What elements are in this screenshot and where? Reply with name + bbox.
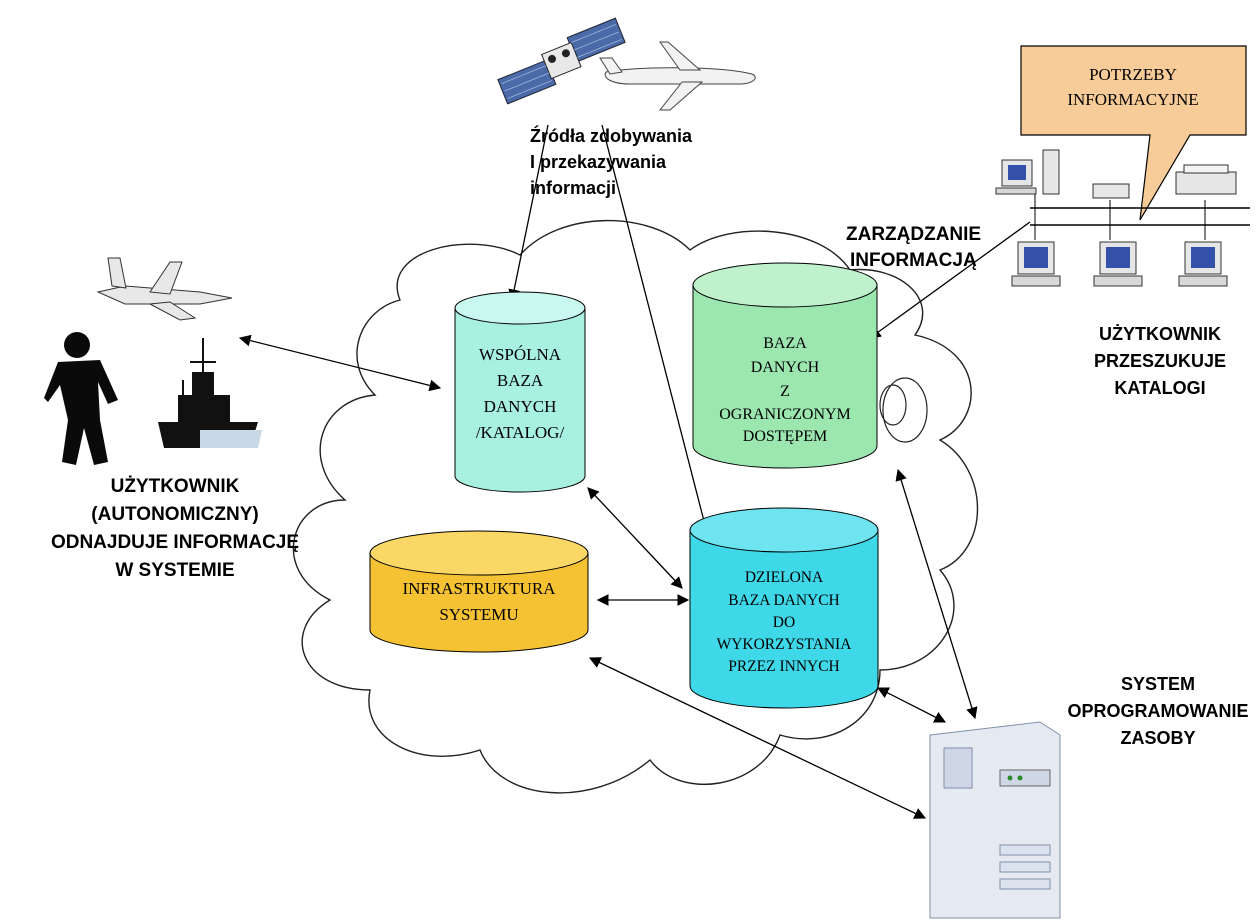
db-infra-line-2: SYSTEMU (439, 605, 518, 624)
needs-callout: POTRZEBY INFORMACYJNE (1020, 45, 1247, 221)
fighter-jet-icon (96, 257, 233, 321)
user-auto-line-2: (AUTONOMICZNY) (91, 504, 258, 525)
sources-line-3: informacji (530, 178, 616, 198)
zarzadzanie-line-2: INFORMACJĄ (850, 250, 977, 271)
db-shared-catalog: WSPÓLNA BAZA DANYCH /KATALOG/ (454, 291, 586, 493)
user-autonomous-label: UŻYTKOWNIK (AUTONOMICZNY) ODNAJDUJE INFO… (51, 476, 299, 581)
zarzadzanie-label: ZARZĄDZANIE INFORMACJĄ (846, 224, 981, 271)
db-divided-line-1: DZIELONA (745, 569, 824, 586)
workstation-3-icon (1178, 241, 1228, 287)
db-divided: DZIELONA BAZA DANYCH DO WYKORZYSTANIA PR… (689, 507, 879, 709)
callout-line-1: POTRZEBY (1089, 65, 1177, 84)
sources-label: Źródła zdobywania I przekazywania inform… (530, 125, 693, 198)
user-search-label: UŻYTKOWNIK PRZESZUKUJE KATALOGI (1094, 324, 1226, 398)
db-shared-line-4: /KATALOG/ (476, 423, 565, 442)
db-restricted-access: BAZA DANYCH Z OGRANICZONYM DOSTĘPEM (692, 262, 878, 469)
user-search-line-3: KATALOGI (1114, 378, 1205, 398)
ship-icon (158, 338, 262, 448)
db-shared-line-3: DANYCH (484, 397, 557, 416)
user-auto-line-4: W SYSTEMIE (115, 560, 234, 581)
zarzadzanie-line-1: ZARZĄDZANIE (846, 224, 981, 245)
db-restricted-line-4: OGRANICZONYM (719, 406, 851, 423)
db-divided-line-4: WYKORZYSTANIA (717, 636, 853, 653)
db-restricted-line-5: DOSTĘPEM (743, 428, 827, 445)
user-search-line-1: UŻYTKOWNIK (1099, 324, 1221, 344)
network-box-icon (1092, 183, 1130, 199)
db-divided-line-5: PRZEZ INNYCH (728, 658, 840, 675)
callout-line-2: INFORMACYJNE (1067, 90, 1198, 109)
sources-line-1: Źródła zdobywania (530, 125, 693, 146)
printer-icon (1175, 164, 1237, 195)
system-label: SYSTEM OPROGRAMOWANIE ZASOBY (1067, 674, 1248, 748)
cloud-inner-ring (882, 377, 928, 443)
db-restricted-line-2: DANYCH (751, 359, 820, 376)
user-search-line-2: PRZESZUKUJE (1094, 351, 1226, 371)
db-divided-line-3: DO (773, 614, 795, 631)
connectors (238, 124, 1031, 819)
workstation-network (995, 149, 1250, 287)
soldier-icon (44, 332, 118, 465)
user-auto-line-1: UŻYTKOWNIK (111, 476, 240, 497)
workstation-top-icon (995, 149, 1060, 195)
cloud-inner-ring-small (879, 384, 907, 426)
workstation-1-icon (1011, 241, 1061, 287)
system-line-3: ZASOBY (1120, 728, 1195, 748)
sources-line-2: I przekazywania (530, 152, 667, 172)
server-tower-icon (929, 721, 1061, 919)
db-infra-line-1: INFRASTRUKTURA (402, 579, 556, 598)
db-divided-line-2: BAZA DANYCH (728, 592, 840, 609)
db-shared-line-2: BAZA (497, 371, 544, 390)
db-restricted-line-3: Z (780, 383, 790, 400)
db-infrastructure: INFRASTRUKTURA SYSTEMU (369, 530, 589, 653)
db-shared-line-1: WSPÓLNA (479, 345, 562, 364)
transport-plane-icon (599, 41, 756, 111)
workstation-2-icon (1093, 241, 1143, 287)
user-auto-line-3: ODNAJDUJE INFORMACJĘ (51, 532, 299, 553)
system-line-2: OPROGRAMOWANIE (1067, 701, 1248, 721)
system-line-1: SYSTEM (1121, 674, 1195, 694)
db-restricted-line-1: BAZA (763, 335, 807, 352)
satellite-icon (497, 17, 626, 105)
